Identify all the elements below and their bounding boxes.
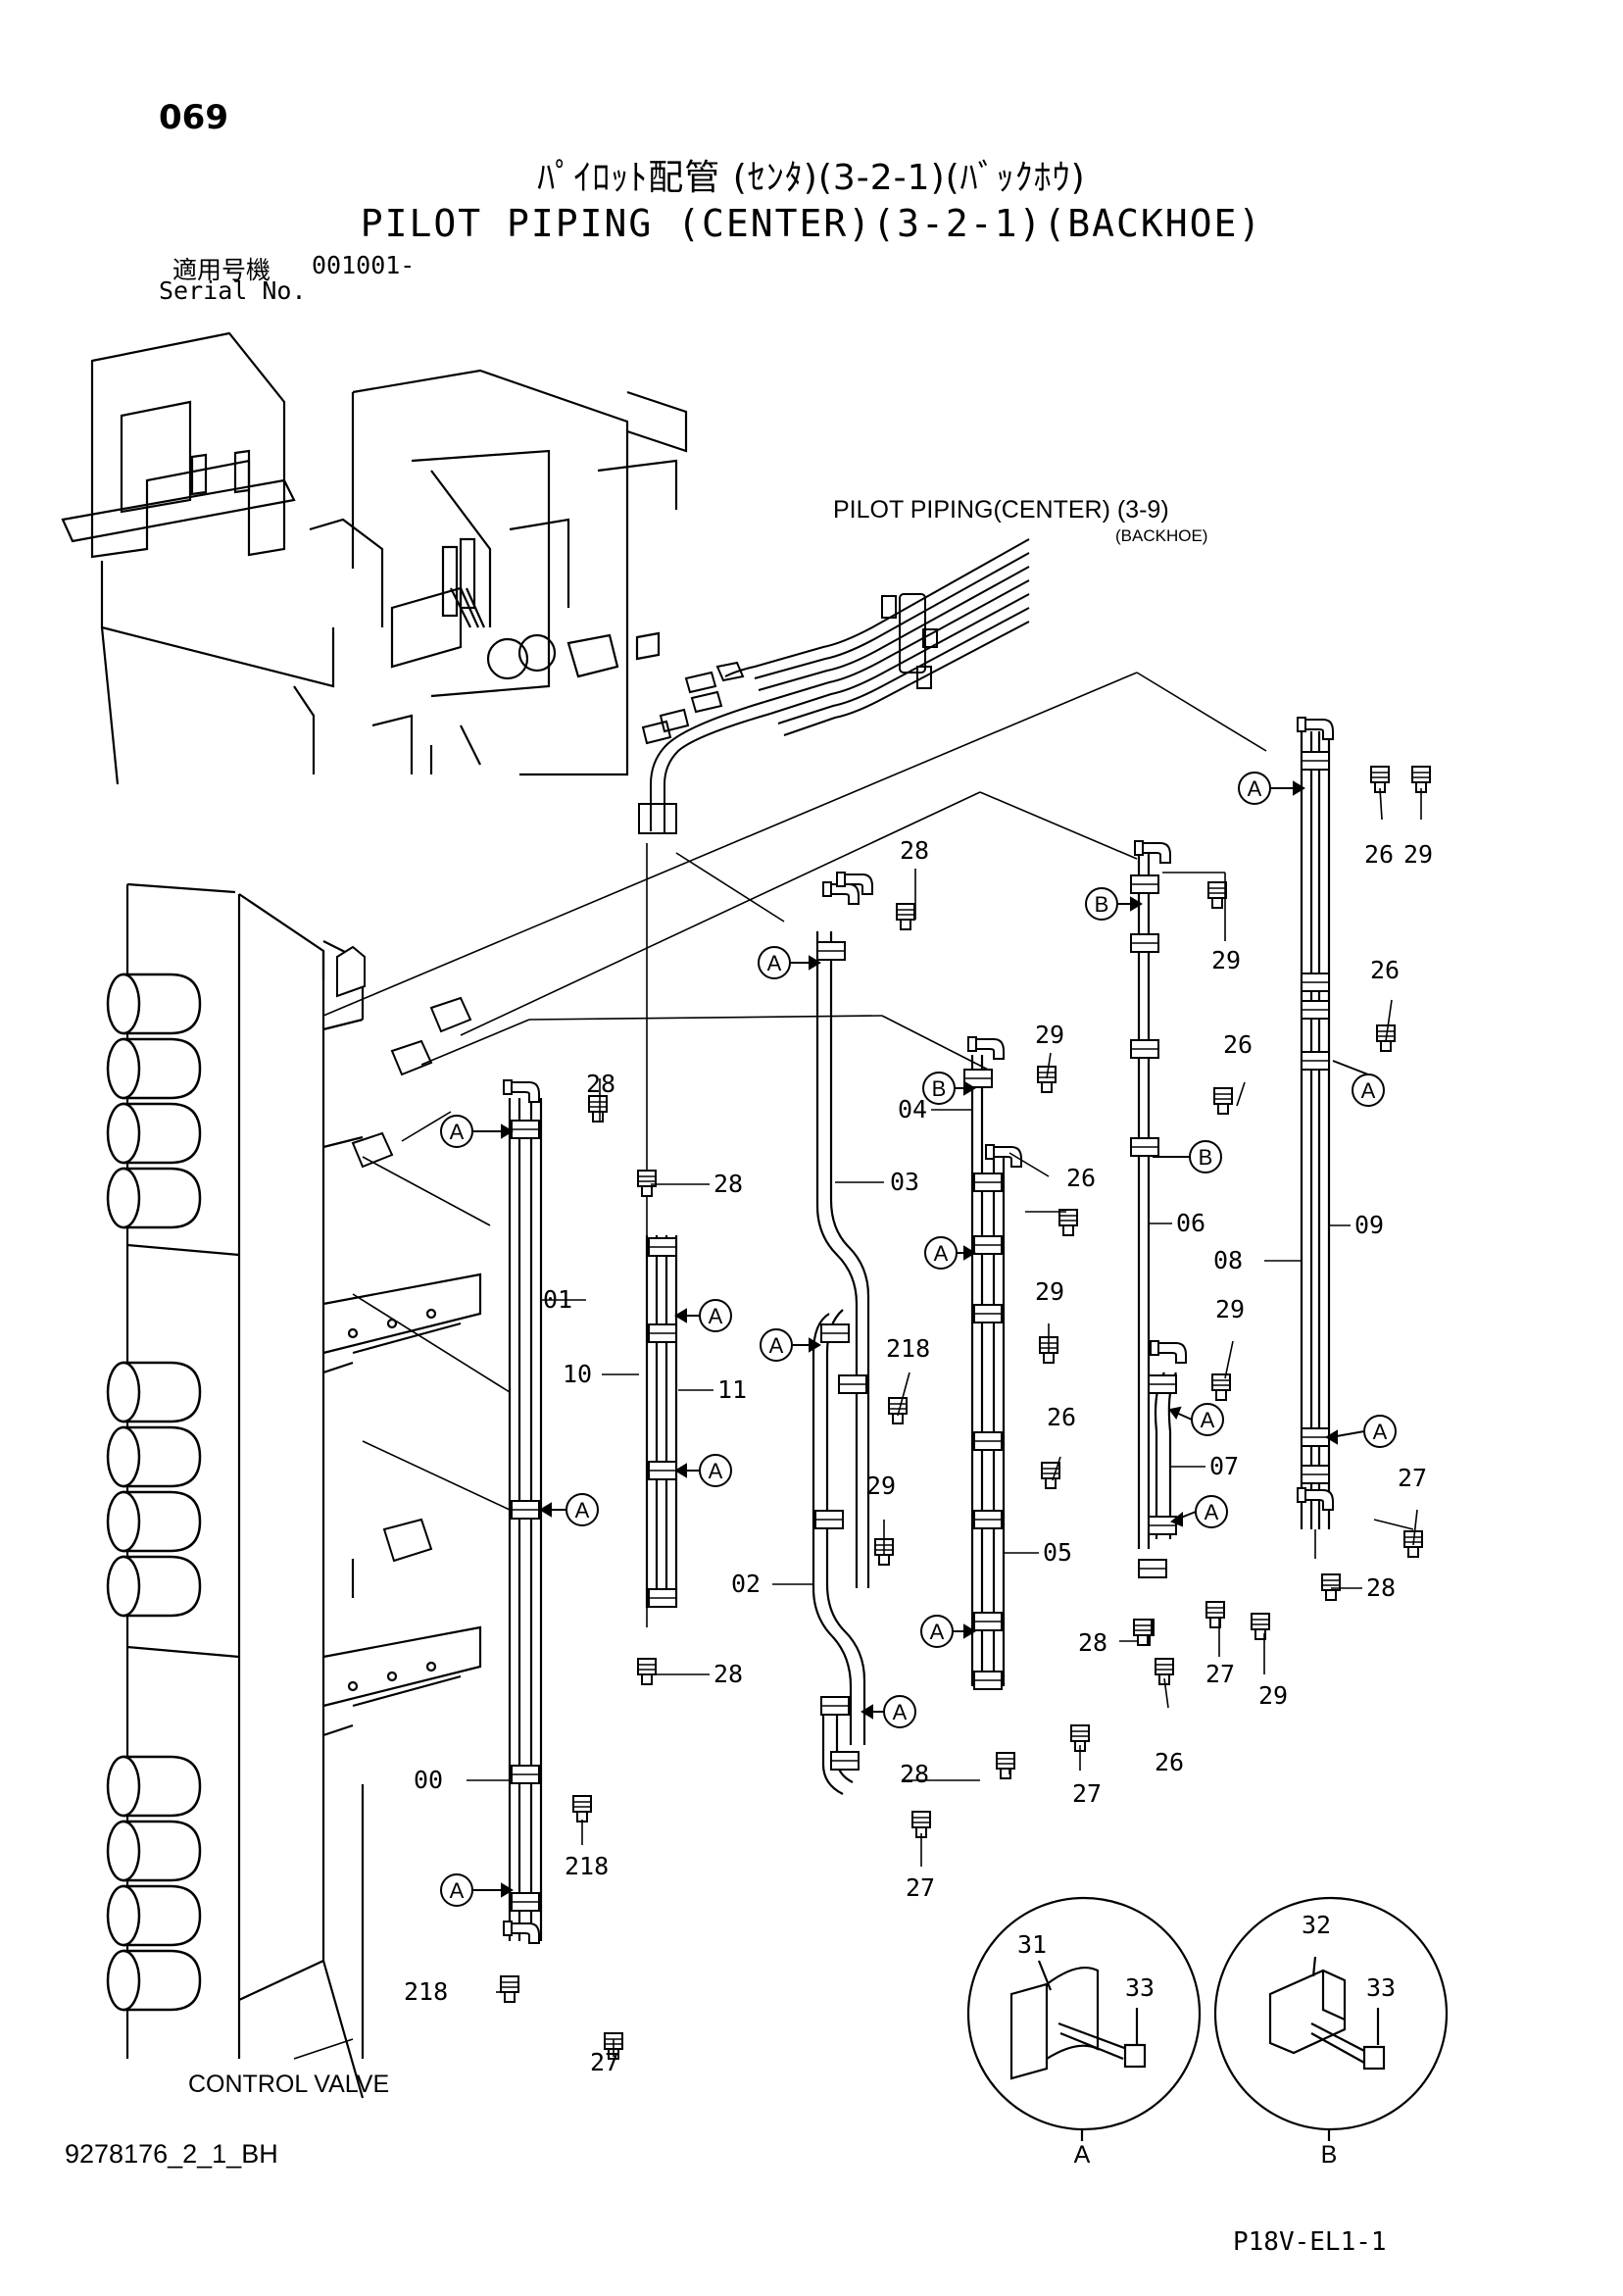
- page-number: 069: [159, 98, 228, 137]
- page-title: PILOT PIPING (CENTER)(3-2-1)(BACKHOE): [360, 202, 1263, 245]
- part-label: 29: [1215, 1295, 1245, 1323]
- machine-overview: [61, 331, 688, 785]
- marker-a: A: [709, 1459, 723, 1483]
- part-label: 27: [1398, 1464, 1427, 1492]
- pipe-00-01: [508, 1098, 543, 1941]
- part-label: 29: [1211, 946, 1241, 974]
- part-label: 218: [886, 1334, 930, 1363]
- detail-b-label: B: [1321, 2141, 1338, 2169]
- marker-a: A: [893, 1700, 908, 1724]
- pipe-06-07: [1137, 853, 1177, 1549]
- part-label: 28: [1366, 1573, 1396, 1602]
- pipe-08-09: [1300, 731, 1331, 1529]
- part-leaders: [467, 787, 1422, 2057]
- part-label: 29: [1035, 1277, 1064, 1306]
- marker-a: A: [450, 1878, 465, 1903]
- part-label: 27: [1205, 1660, 1235, 1688]
- pipe-10-11: [645, 1235, 678, 1608]
- part-label: 26: [1047, 1403, 1076, 1431]
- part-label: 27: [1072, 1779, 1102, 1808]
- pipe-06-07-fittings: [1130, 840, 1270, 1685]
- part-label: 31: [1017, 1930, 1047, 1959]
- part-label: 28: [900, 836, 929, 865]
- dashed-leaders: [293, 672, 1267, 2060]
- control-valve-label: CONTROL VALVE: [188, 2071, 389, 2098]
- marker-a: A: [1205, 1500, 1219, 1524]
- part-label: 26: [1223, 1030, 1253, 1059]
- reference-marker-arrows: [472, 780, 1369, 1898]
- part-label: 03: [890, 1168, 919, 1196]
- part-label: 26: [1066, 1164, 1096, 1192]
- part-label: 29: [866, 1472, 896, 1500]
- marker-a: A: [1373, 1420, 1388, 1444]
- marker-a: A: [769, 1333, 784, 1358]
- part-label: 218: [404, 1977, 448, 2006]
- part-label: 06: [1176, 1209, 1205, 1237]
- part-label: 11: [717, 1375, 747, 1404]
- marker-a: A: [709, 1304, 723, 1328]
- marker-a: A: [1248, 776, 1262, 801]
- serial-label-japanese: 適用号機: [172, 256, 271, 284]
- part-label: 05: [1043, 1538, 1072, 1567]
- part-label: 29: [1403, 840, 1433, 869]
- marker-a: A: [575, 1498, 590, 1522]
- part-label: 26: [1370, 956, 1400, 984]
- part-label: 29: [1258, 1681, 1288, 1710]
- serial-label: Serial No.: [159, 276, 307, 305]
- document-code: 9278176_2_1_BH: [65, 2139, 278, 2169]
- valve-brackets: [336, 945, 472, 1563]
- part-label: 01: [543, 1285, 572, 1314]
- part-label: 33: [1366, 1973, 1396, 2002]
- part-label: 33: [1125, 1973, 1155, 2002]
- page-code: P18V-EL1-1: [1233, 2227, 1387, 2257]
- marker-a: A: [930, 1620, 945, 1644]
- marker-a: A: [1201, 1408, 1215, 1432]
- valve-caps: [106, 973, 202, 2012]
- part-label: 28: [713, 1170, 743, 1198]
- part-label: 09: [1354, 1211, 1384, 1239]
- detail-b: [1213, 1896, 1449, 2141]
- page-title-japanese: ﾊﾟｲﾛｯﾄ配管 (ｾﾝﾀ)(3-2-1)(ﾊﾞｯｸﾎｳ): [537, 158, 1086, 198]
- part-label: 28: [900, 1760, 929, 1788]
- part-label: 27: [590, 2048, 619, 2076]
- marker-a: A: [450, 1120, 465, 1144]
- part-label: 26: [1155, 1748, 1184, 1776]
- reference-piping-subtitle: (BACKHOE): [1115, 526, 1207, 545]
- part-label: 26: [1364, 840, 1394, 869]
- part-label: 28: [586, 1070, 615, 1098]
- serial-value: 001001-: [312, 251, 416, 279]
- reference-piping-title: PILOT PIPING(CENTER) (3-9): [833, 496, 1169, 524]
- detail-a: [966, 1896, 1202, 2141]
- reference-piping: [638, 538, 1030, 834]
- marker-a: A: [767, 951, 782, 975]
- detail-a-label: A: [1074, 2141, 1091, 2169]
- marker-a: A: [934, 1241, 949, 1266]
- marker-b: B: [1095, 892, 1109, 917]
- marker-b: B: [1199, 1145, 1213, 1170]
- marker-letters: A A A A A A A A B A A B B A A A A A A B: [450, 776, 1388, 2169]
- part-numbers: 28 28 28 28 28 28 28 26 26 26 26 26 26 2…: [404, 836, 1433, 2076]
- marker-a: A: [1361, 1078, 1376, 1103]
- part-label: 28: [713, 1660, 743, 1688]
- part-label: 07: [1209, 1452, 1239, 1480]
- marker-b: B: [932, 1076, 947, 1101]
- part-label: 27: [906, 1873, 935, 1902]
- part-label: 10: [563, 1360, 592, 1388]
- part-label: 28: [1078, 1628, 1107, 1657]
- part-label: 08: [1213, 1246, 1243, 1274]
- part-label: 29: [1035, 1021, 1064, 1049]
- part-label: 02: [731, 1570, 761, 1598]
- part-label: 00: [414, 1766, 443, 1794]
- part-label: 218: [565, 1852, 609, 1880]
- pipe-02-03: [812, 931, 870, 1795]
- part-label: 32: [1302, 1911, 1331, 1939]
- part-label: 04: [898, 1095, 927, 1123]
